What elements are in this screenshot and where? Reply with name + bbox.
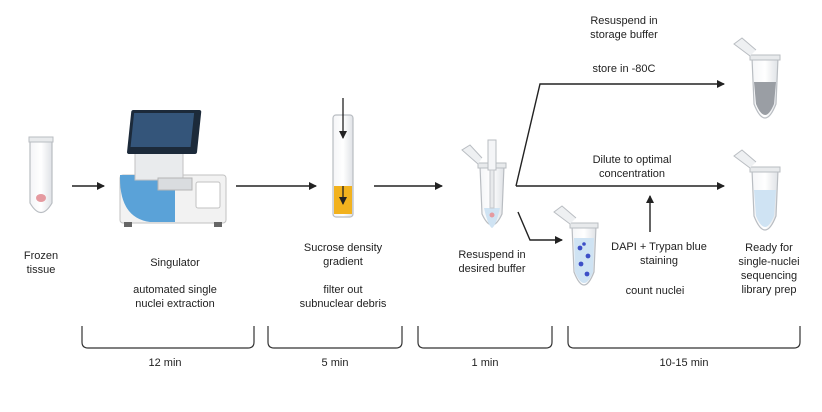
bracket-1min [417, 326, 553, 349]
dapi-label: DAPI + Trypan blue staining [611, 241, 707, 267]
sucrose-description: filter out subnuclear debris [299, 284, 387, 310]
duration-10-15min: 10-15 min [659, 357, 709, 369]
storage-buffer-label: Resuspend in storage buffer [590, 15, 658, 41]
frozen-tissue-tube-icon [28, 136, 54, 214]
bracket-5min [267, 326, 403, 349]
ready-label: Ready for single-nuclei sequencing libra… [738, 242, 800, 296]
bracket-12min [81, 326, 255, 349]
bracket-10-15min [567, 326, 801, 349]
pipette-icon [487, 139, 497, 171]
arrow-to-storage [515, 80, 725, 187]
singulator-label: Singulator [150, 257, 200, 269]
storage-tube-icon [733, 37, 781, 119]
nucleus-dot [585, 253, 591, 259]
arrow-to-counting [517, 211, 563, 244]
ready-tube-icon [733, 149, 781, 231]
resuspend-label: Resuspend in desired buffer [458, 249, 526, 275]
duration-12min: 12 min [148, 357, 182, 369]
duration-5min: 5 min [321, 357, 349, 369]
nucleus-dot [578, 261, 584, 267]
singulator-description: automated single nuclei extraction [133, 284, 217, 310]
count-nuclei-label: count nuclei [625, 285, 685, 297]
dilute-label: Dilute to optimal concentration [592, 154, 672, 180]
sucrose-label: Sucrose density gradient [303, 242, 383, 268]
tissue-sample-icon [36, 194, 46, 202]
counting-tube-icon [553, 205, 599, 286]
singulator-device-icon [119, 110, 227, 227]
nucleus-dot [584, 271, 590, 277]
sucrose-gradient-column-icon [332, 98, 354, 218]
nucleus-dot [577, 245, 583, 251]
frozen-tissue-label: Frozen tissue [23, 250, 59, 276]
duration-1min: 1 min [471, 357, 499, 369]
store-label: store in -80C [592, 63, 656, 75]
nucleus-dot [582, 242, 586, 246]
resuspend-tube-icon [461, 139, 507, 228]
